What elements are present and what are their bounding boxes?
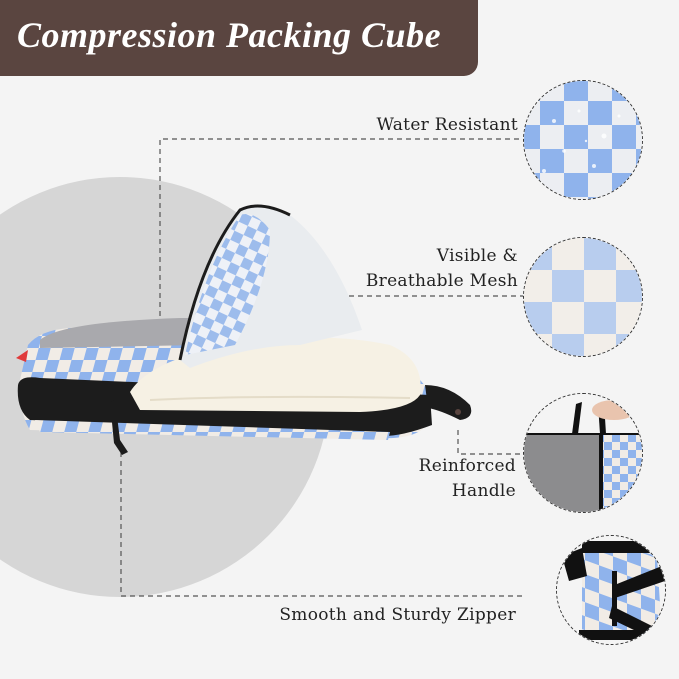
detail-circle-water-resistant [523,80,643,200]
feature-text: Smooth and Sturdy Zipper [279,605,516,625]
detail-circle-zipper [556,535,666,645]
feature-text-line1: Visible & [436,246,518,266]
feature-text: Water Resistant [376,115,518,135]
feature-label-breathable-mesh: Visible & Breathable Mesh [340,244,518,294]
feature-text-line1: Reinforced [418,456,516,476]
feature-label-water-resistant: Water Resistant [340,113,518,138]
title-banner: Compression Packing Cube [0,0,478,76]
feature-label-zipper: Smooth and Sturdy Zipper [250,603,516,628]
page-title: Compression Packing Cube [17,15,442,55]
feature-text-line2: Breathable Mesh [365,271,518,291]
feature-text-line2: Handle [451,481,516,501]
detail-circle-handle [523,393,643,513]
detail-circle-mesh [523,237,643,357]
feature-label-reinforced-handle: Reinforced Handle [340,454,516,504]
